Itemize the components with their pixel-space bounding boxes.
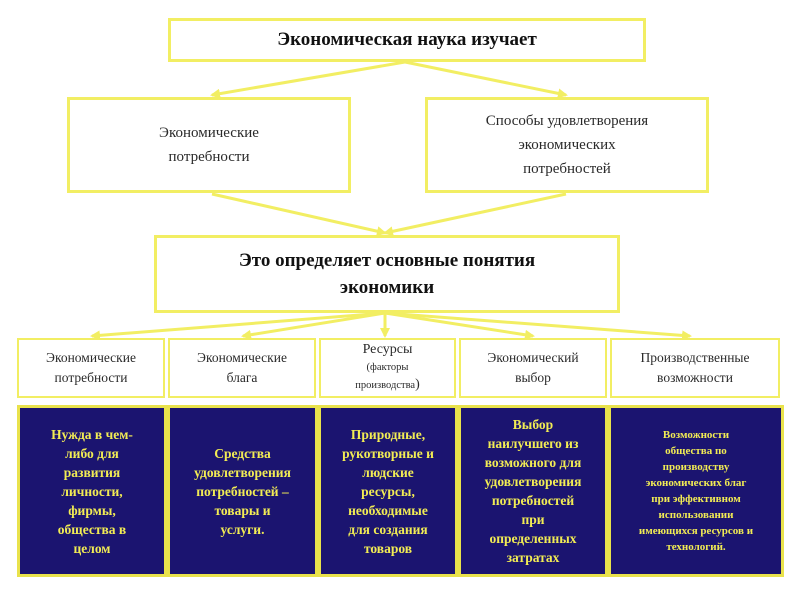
definition-goods: Средства удовлетворения потребностей – т…	[167, 405, 318, 577]
category-label: Ресурсы	[362, 342, 413, 357]
needs-label: Экономические потребности	[159, 125, 259, 165]
category-possibilities: Производственные возможности	[610, 338, 780, 398]
definition-text: Природные, рукотворные и людские ресурсы…	[342, 426, 434, 556]
category-resources: Ресурсы (факторы производства)	[319, 338, 456, 398]
arrow-to-methods	[404, 60, 568, 99]
category-label: Экономические потребности	[46, 350, 136, 385]
definition-resources: Природные, рукотворные и людские ресурсы…	[318, 405, 458, 577]
arrow-to-cat-2	[241, 311, 386, 340]
arrow-to-cat-1	[90, 311, 386, 341]
definition-choice: Выбор наилучшего из возможного для удовл…	[458, 405, 608, 577]
definition-text: Нужда в чем- либо для развития личности,…	[51, 426, 133, 556]
needs-box: Экономические потребности	[67, 97, 351, 193]
arrow-to-cat-5	[384, 311, 692, 341]
category-sublabel-text: (факторы производства	[355, 362, 416, 391]
concepts-box: Это определяет основные понятия экономик…	[154, 235, 620, 313]
definition-possibilities: Возможности общества по производству эко…	[608, 405, 784, 577]
definition-needs: Нужда в чем- либо для развития личности,…	[17, 405, 167, 577]
category-goods: Экономические блага	[168, 338, 316, 398]
category-needs: Экономические потребности	[17, 338, 165, 398]
arrow-methods-to-concepts	[383, 192, 567, 237]
category-label: Экономические блага	[197, 350, 287, 385]
category-sublabel: (факторы производства)	[355, 358, 419, 394]
category-label: Производственные возможности	[640, 350, 750, 385]
definition-text: Средства удовлетворения потребностей – т…	[194, 445, 291, 537]
arrow-to-cat-4	[384, 311, 535, 340]
concepts-label: Это определяет основные понятия экономик…	[238, 250, 536, 298]
arrow-to-needs	[210, 60, 406, 99]
category-sublabel-close: )	[415, 377, 420, 392]
definition-text: Выбор наилучшего из возможного для удовл…	[484, 417, 582, 565]
definition-text: Возможности общества по производству эко…	[638, 429, 754, 553]
category-label: Экономический выбор	[487, 350, 579, 385]
arrow-needs-to-concepts	[211, 192, 387, 237]
main-title: Экономическая наука изучает	[277, 29, 537, 50]
methods-box: Способы удовлетворения экономических пот…	[425, 97, 709, 193]
main-title-box: Экономическая наука изучает	[168, 18, 646, 62]
category-choice: Экономический выбор	[459, 338, 607, 398]
methods-label: Способы удовлетворения экономических пот…	[485, 113, 649, 177]
